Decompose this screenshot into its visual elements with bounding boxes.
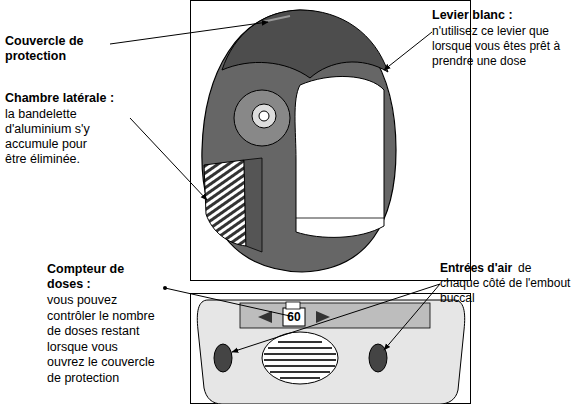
part-title: Entrées d'air [440,261,573,276]
mouthpiece-grille [262,332,338,384]
cover-grip [262,16,290,22]
counter-window [283,308,305,326]
inhaler-body [202,10,396,272]
grille-bars [264,342,336,378]
protective-cover [222,10,388,78]
mouthpiece [197,300,464,404]
lever-wheel [234,90,290,146]
counter-triangle [316,311,330,323]
part-note: vous pouvez contrôler le nombre de doses… [47,293,157,386]
window-line [296,218,384,219]
part-note: la bandelette d'aluminium s'y accumule p… [5,107,105,167]
dose-count: 60 [283,309,305,325]
leader-dot [163,286,167,290]
counter-tab [286,302,300,309]
lever-hub [259,111,269,121]
part-note: n'utilisez ce levier que lorsque vous êt… [432,24,573,69]
leader-lines [110,22,440,352]
part-title: Levier blanc : [432,8,572,23]
air-inlet [214,344,232,372]
side-chamber [204,160,246,246]
counter-band [240,303,430,328]
part-title: Chambre latérale : [5,91,135,106]
lever-hub [252,104,276,128]
frame [191,1,471,281]
counter-triangle [258,311,272,323]
part-title: Compteur de doses : [47,262,127,292]
side-chamber [244,158,262,252]
part-note: de chaque côté de l'embout buccal [440,261,573,306]
air-inlet [369,344,387,372]
window [295,76,384,237]
part-title: Couvercle de protection [5,34,110,64]
frame [191,294,471,404]
